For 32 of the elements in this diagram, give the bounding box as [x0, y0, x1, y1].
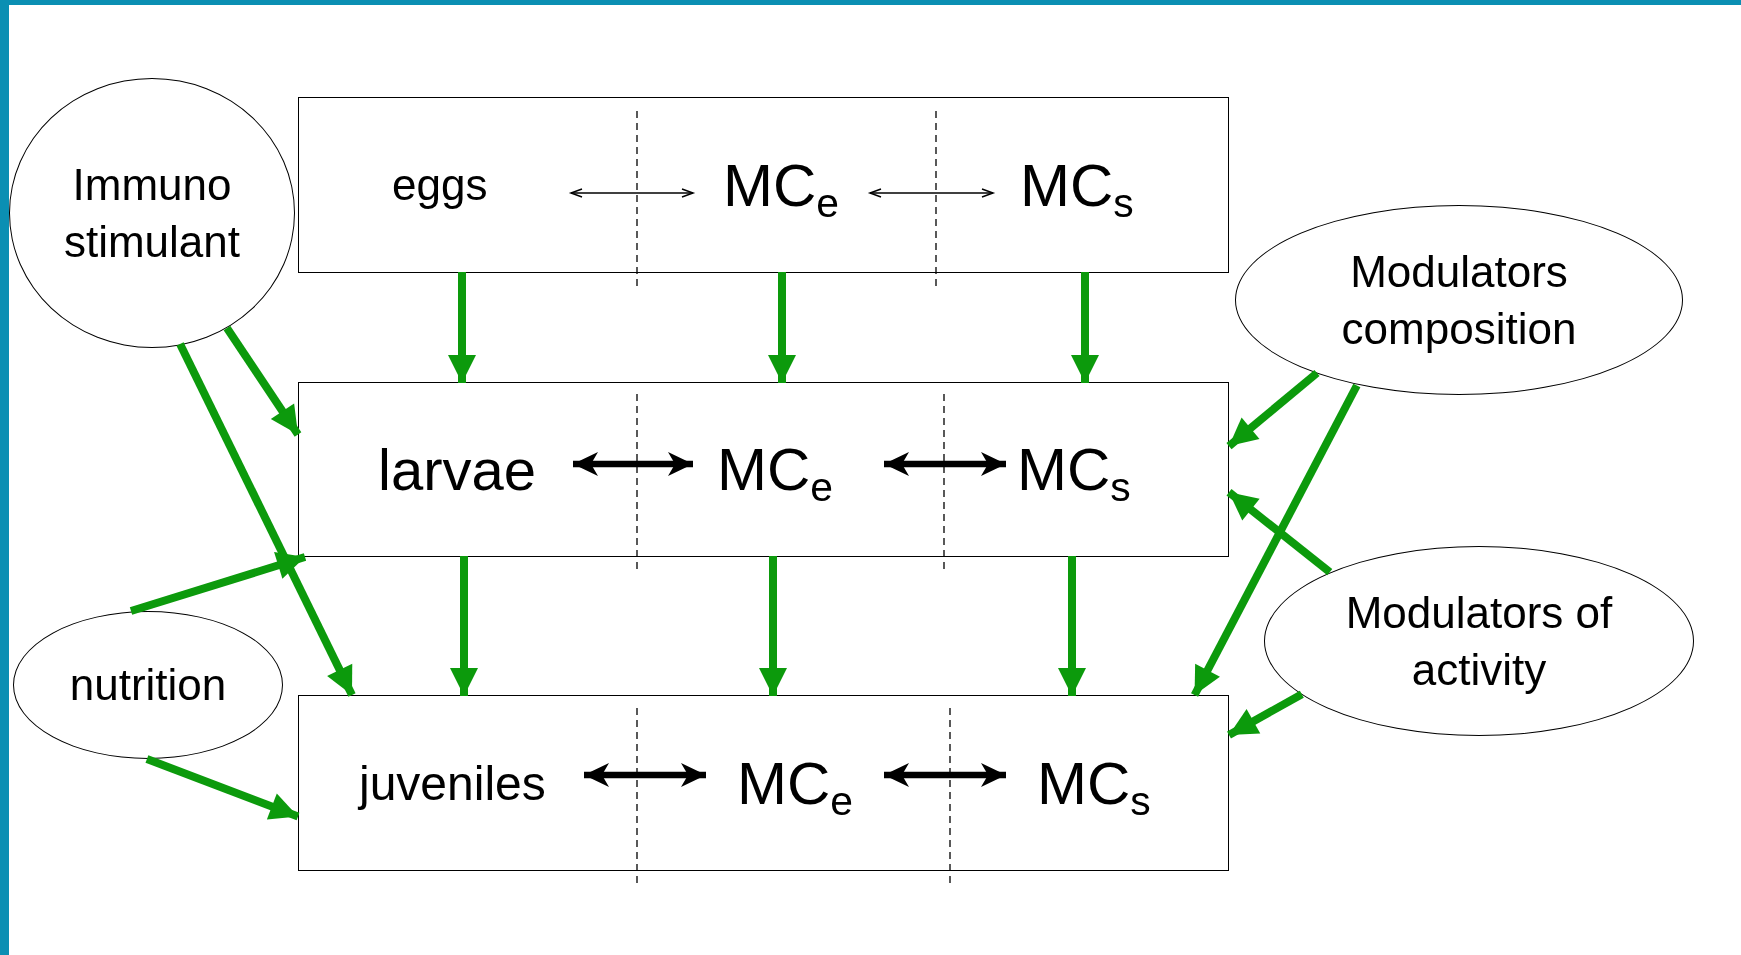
stage-row-box	[298, 97, 1229, 273]
stage-label: MC$_{s}$	[1020, 150, 1134, 220]
arrow	[1071, 272, 1099, 383]
arrow	[1227, 690, 1304, 739]
arrow	[1058, 556, 1086, 696]
stage-row-box	[298, 382, 1229, 557]
arrow	[1226, 369, 1320, 450]
stage-label: MC$_{e}$	[717, 435, 833, 504]
factor-label: nutrition	[68, 659, 228, 712]
arrow	[223, 325, 302, 437]
arrow	[759, 556, 787, 696]
arrow	[869, 188, 994, 198]
arrow	[129, 551, 307, 615]
arrow	[1226, 489, 1333, 576]
stage-label: juveniles	[359, 755, 546, 811]
stage-label: eggs	[392, 160, 488, 210]
stage-label: MC$_{e}$	[723, 150, 839, 220]
stage-label: MC$_{s}$	[1017, 435, 1131, 504]
factor-label: Immuno stimulant	[62, 158, 242, 268]
stage-label: MC$_{s}$	[1037, 748, 1151, 818]
factor-label: Modulators composition	[1340, 245, 1578, 355]
arrow	[145, 755, 300, 821]
factor-label: Modulators of activity	[1344, 586, 1614, 696]
arrow	[768, 272, 796, 383]
arrow	[570, 188, 694, 198]
arrow	[448, 272, 476, 383]
arrow	[450, 556, 478, 696]
arrow	[1191, 383, 1361, 697]
stage-label: larvae	[378, 436, 536, 503]
stage-label: MC$_{e}$	[737, 748, 853, 818]
arrow	[176, 342, 356, 697]
stage-row-box	[298, 695, 1229, 871]
